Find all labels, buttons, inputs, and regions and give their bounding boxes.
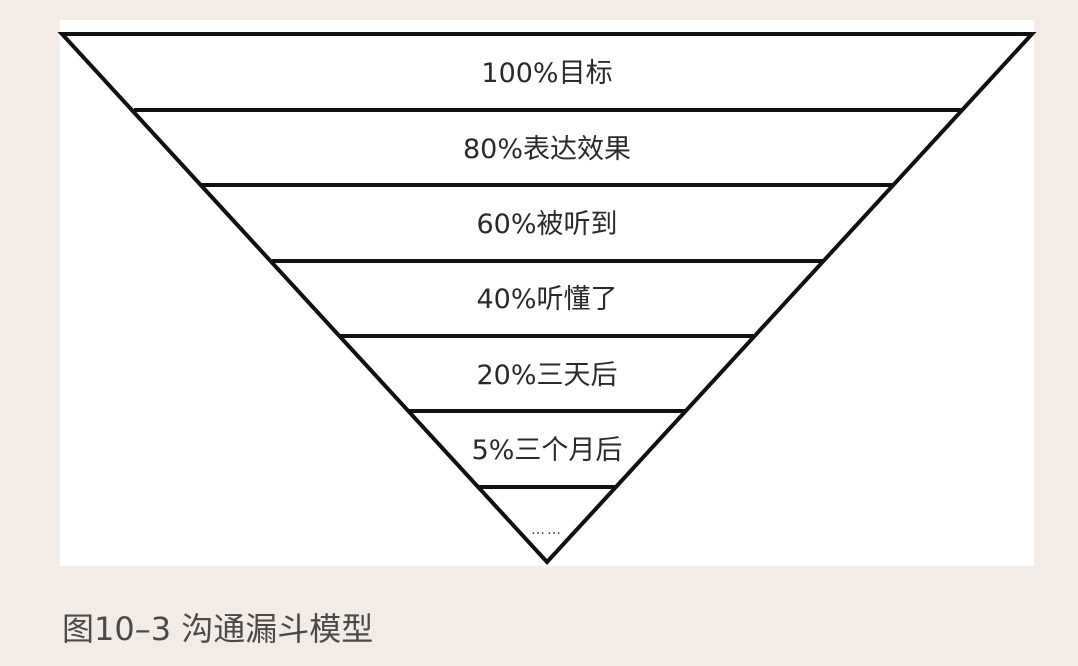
funnel-level-label: 80%表达效果 [463, 134, 631, 165]
funnel-level-label: 5%三个月后 [472, 435, 623, 466]
funnel-level-label: 100%目标 [481, 58, 612, 89]
funnel-outline [57, 32, 1037, 565]
figure-caption: 图10–3 沟通漏斗模型 [62, 610, 374, 648]
funnel-level-ellipsis: …… [531, 522, 563, 538]
funnel-level-label: 20%三天后 [476, 360, 617, 391]
funnel-level-label: 40%听懂了 [476, 284, 617, 315]
funnel-level-label: 60%被听到 [476, 209, 617, 240]
